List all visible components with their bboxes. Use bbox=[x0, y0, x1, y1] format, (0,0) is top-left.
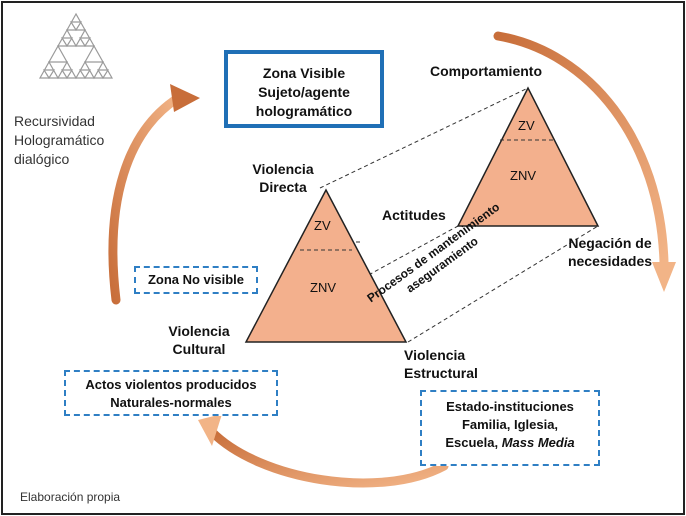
cycle-arrow-top-right bbox=[493, 31, 669, 267]
footer-credit: Elaboración propia bbox=[20, 490, 121, 504]
right-triangle-left-label: Actitudes bbox=[382, 207, 446, 223]
left-triangle-top-label: Violencia Directa bbox=[252, 161, 314, 195]
left-triangle-right-label: Violencia Estructural bbox=[404, 347, 478, 381]
institutions-box: Estado-instituciones Familia, Iglesia, E… bbox=[420, 390, 600, 466]
mass-media-text: Mass Media bbox=[501, 435, 575, 450]
recursivity-label: Recursividad Hologramático dialógico bbox=[14, 113, 105, 167]
right-triangle-right-label: Negación de necesidades bbox=[567, 235, 653, 269]
right-triangle bbox=[456, 86, 600, 227]
cycle-arrow-bottom bbox=[207, 427, 449, 488]
right-triangle-top-label: Comportamiento bbox=[430, 63, 542, 79]
left-triangle-lower-zone: ZNV bbox=[310, 280, 336, 295]
right-triangle-lower-zone: ZNV bbox=[510, 168, 536, 183]
left-triangle-left-label: Violencia Cultural bbox=[168, 323, 230, 357]
violent-acts-box: Actos violentos producidos Naturales-nor… bbox=[64, 370, 278, 416]
invisible-zone-box: Zona No visible bbox=[134, 266, 258, 294]
visible-zone-box: Zona Visible Sujeto/agente hologramático bbox=[224, 50, 384, 128]
left-triangle bbox=[244, 188, 408, 343]
left-triangle-upper-zone: ZV bbox=[314, 218, 331, 233]
cycle-arrow-left bbox=[108, 93, 183, 305]
right-triangle-upper-zone: ZV bbox=[518, 118, 535, 133]
sierpinski-triangle-icon bbox=[38, 12, 114, 80]
